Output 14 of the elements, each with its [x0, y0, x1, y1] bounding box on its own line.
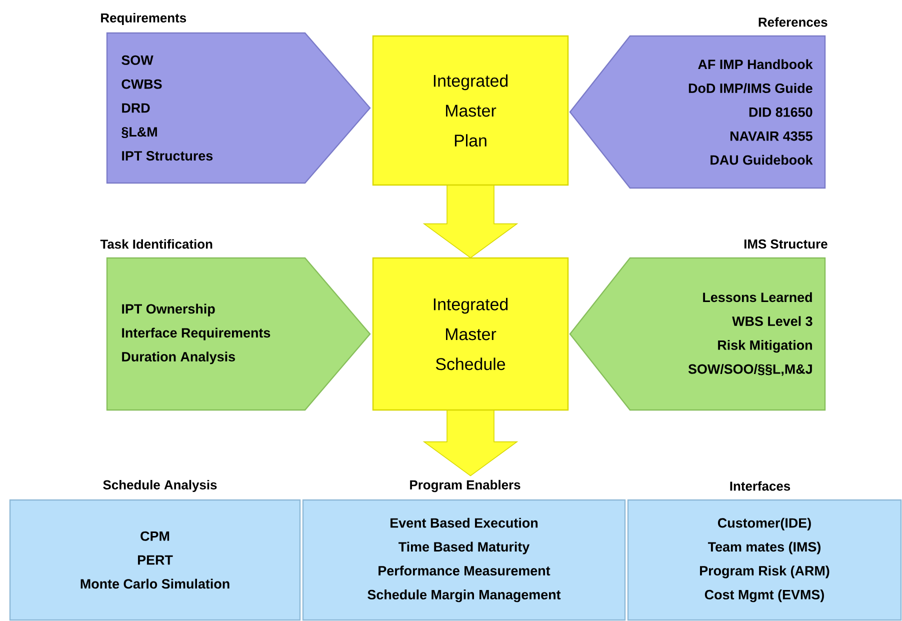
- node-label: IMS Structure: [744, 239, 828, 249]
- process-box: Integrated Master Schedule: [372, 257, 569, 411]
- node-label: Schedule Analysis: [103, 480, 217, 492]
- block-arrow: [422, 410, 518, 476]
- process-box: Program Enablers Event Based Execution Time Based Maturity Performance Measurement Schedule Margin Management: [302, 480, 626, 621]
- process-box: Interfaces Customer(IDE) Team mates (IMS) Program Risk (ARM) Cost Mgmt (EVMS): [627, 481, 902, 621]
- node-label: References: [758, 17, 828, 27]
- node-label: Task Identification: [100, 239, 212, 249]
- block-arrow: [422, 184, 518, 258]
- node-label: Requirements: [101, 12, 186, 26]
- node-label: Interfaces: [730, 481, 790, 491]
- node-label: Program Enablers: [410, 480, 520, 492]
- process-box: Integrated Master Plan: [372, 35, 569, 186]
- process-box: Schedule Analysis CPM PERT Monte Carlo Simulation: [9, 480, 301, 621]
